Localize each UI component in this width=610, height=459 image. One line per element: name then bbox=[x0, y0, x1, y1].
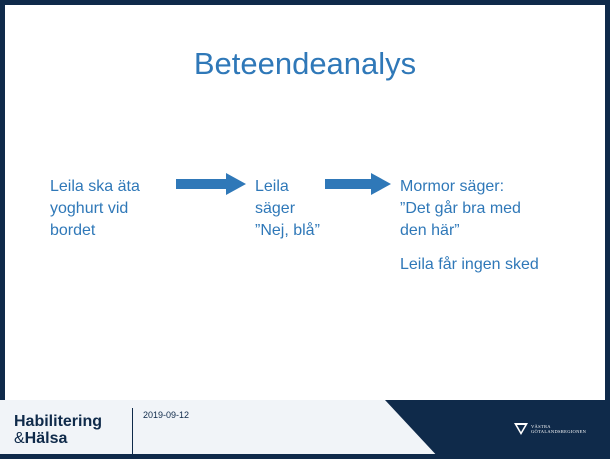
footer-wedge-graphic bbox=[0, 400, 610, 459]
slide-title: Beteendeanalys bbox=[193, 46, 417, 81]
region-name: VÄSTRA GÖTALANDSREGIONEN bbox=[531, 424, 586, 434]
vastra-gotalandsregionen-logo-icon bbox=[514, 423, 528, 435]
region-name-line-2: GÖTALANDSREGIONEN bbox=[531, 429, 587, 434]
step-2-text: Leila säger ”Nej, blå” bbox=[255, 178, 320, 239]
slide-footer: Habilitering &Hälsa 2019-09-12 VÄSTRA GÖ… bbox=[0, 400, 610, 459]
slide-content-area bbox=[5, 5, 605, 400]
logo-line-1: Habilitering bbox=[14, 413, 103, 430]
habilitering-halsa-logo: Habilitering &Hälsa bbox=[14, 413, 102, 447]
arrow-right-icon bbox=[325, 173, 391, 195]
logo-line-2: &Hälsa bbox=[14, 430, 102, 447]
region-logo: VÄSTRA GÖTALANDSREGIONEN bbox=[514, 423, 586, 435]
slide-date: 2019-09-12 bbox=[143, 410, 190, 420]
arrow-right-icon bbox=[176, 173, 246, 195]
logo-halsa: Hälsa bbox=[24, 430, 68, 447]
step-3-followup-text: Leila får ingen sked bbox=[400, 256, 539, 273]
step-1-text: Leila ska äta yoghurt vid bordet bbox=[50, 178, 140, 239]
footer-divider bbox=[132, 408, 133, 456]
logo-ampersand: & bbox=[14, 430, 25, 447]
step-3-text: Mormor säger: ”Det går bra med den här” bbox=[400, 178, 521, 239]
region-name-line-1: VÄSTRA bbox=[531, 424, 551, 429]
